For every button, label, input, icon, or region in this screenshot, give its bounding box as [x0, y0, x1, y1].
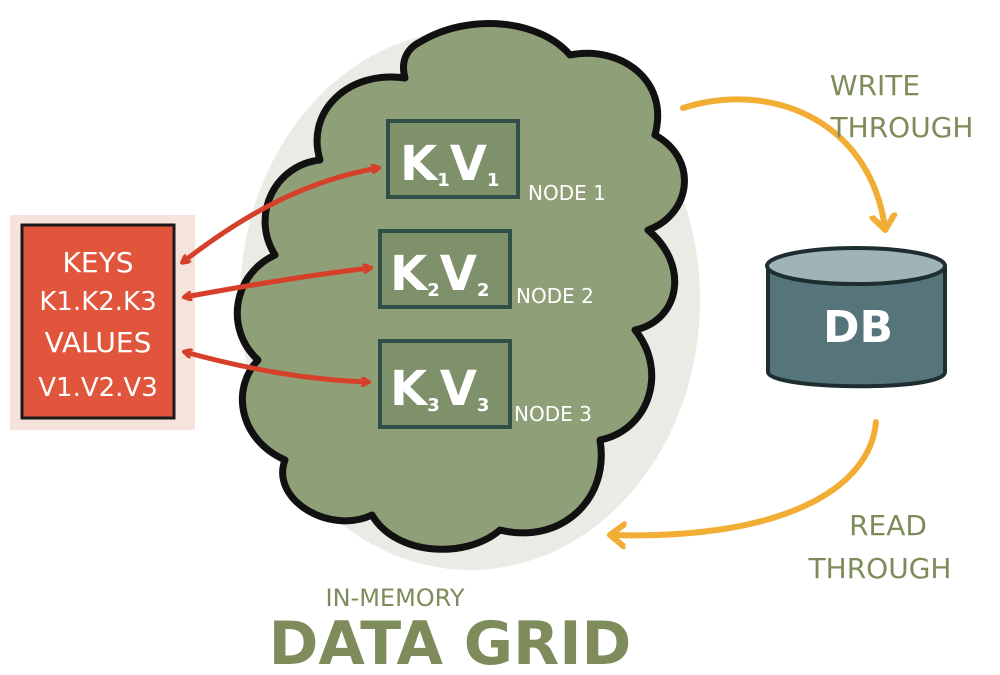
node-2-val-sub: 2: [477, 280, 490, 301]
client-box-rect: [20, 223, 176, 420]
database-label: DB: [823, 302, 893, 353]
node-3-key: K: [390, 361, 429, 417]
client-keys-heading: KEYS: [63, 246, 134, 279]
node-3-val: V: [440, 361, 477, 417]
client-keys-list: K1.K2.K3: [39, 287, 156, 317]
database: DB: [765, 246, 947, 389]
grid-title-small: IN-MEMORY: [326, 584, 465, 612]
node-2-key: K: [390, 246, 429, 302]
node-1-box: [386, 119, 520, 199]
arrow-client-node-1: [183, 168, 378, 262]
node-2-box: [378, 229, 512, 309]
write-through-line-1: WRITE: [830, 69, 920, 102]
node-1-key: K: [400, 136, 439, 192]
node-1-label: NODE 1: [528, 181, 606, 205]
arrow-client-node-2: [185, 268, 370, 297]
client-values-heading: VALUES: [45, 326, 152, 359]
node-3: K3V3 NODE 3: [378, 339, 592, 429]
node-2: K2V2 NODE 2: [378, 229, 594, 309]
node-3-key-sub: 3: [427, 395, 440, 416]
client-values-list: V1.V2.V3: [38, 373, 158, 403]
node-2-val: V: [440, 246, 477, 302]
database-body: [766, 266, 947, 389]
arrow-write-through: [680, 96, 885, 228]
node-2-label: NODE 2: [516, 284, 594, 308]
arrow-read-through: [612, 419, 879, 535]
node-2-key-sub: 2: [427, 280, 440, 301]
node-3-label: NODE 3: [514, 402, 592, 426]
database-top: [765, 246, 947, 286]
node-1-val: V: [450, 136, 487, 192]
node-3-val-sub: 3: [477, 395, 490, 416]
node-1: K1V1 NODE 1: [386, 119, 606, 205]
arrow-client-node-3: [185, 352, 368, 382]
node-3-box: [378, 339, 512, 429]
node-1-val-sub: 1: [487, 170, 500, 191]
node-2-kv: K2V2: [390, 246, 489, 302]
node-1-kv: K1V1: [400, 136, 499, 192]
write-through-line-2: THROUGH: [830, 111, 974, 144]
node-3-kv: K3V3: [390, 361, 489, 417]
node-1-key-sub: 1: [437, 170, 450, 191]
read-through-line-1: READ: [849, 509, 927, 542]
client-box: KEYS K1.K2.K3 VALUES V1.V2.V3: [20, 223, 176, 420]
grid-title-big: DATA GRID: [269, 609, 632, 675]
read-through-line-2: THROUGH: [808, 552, 952, 585]
